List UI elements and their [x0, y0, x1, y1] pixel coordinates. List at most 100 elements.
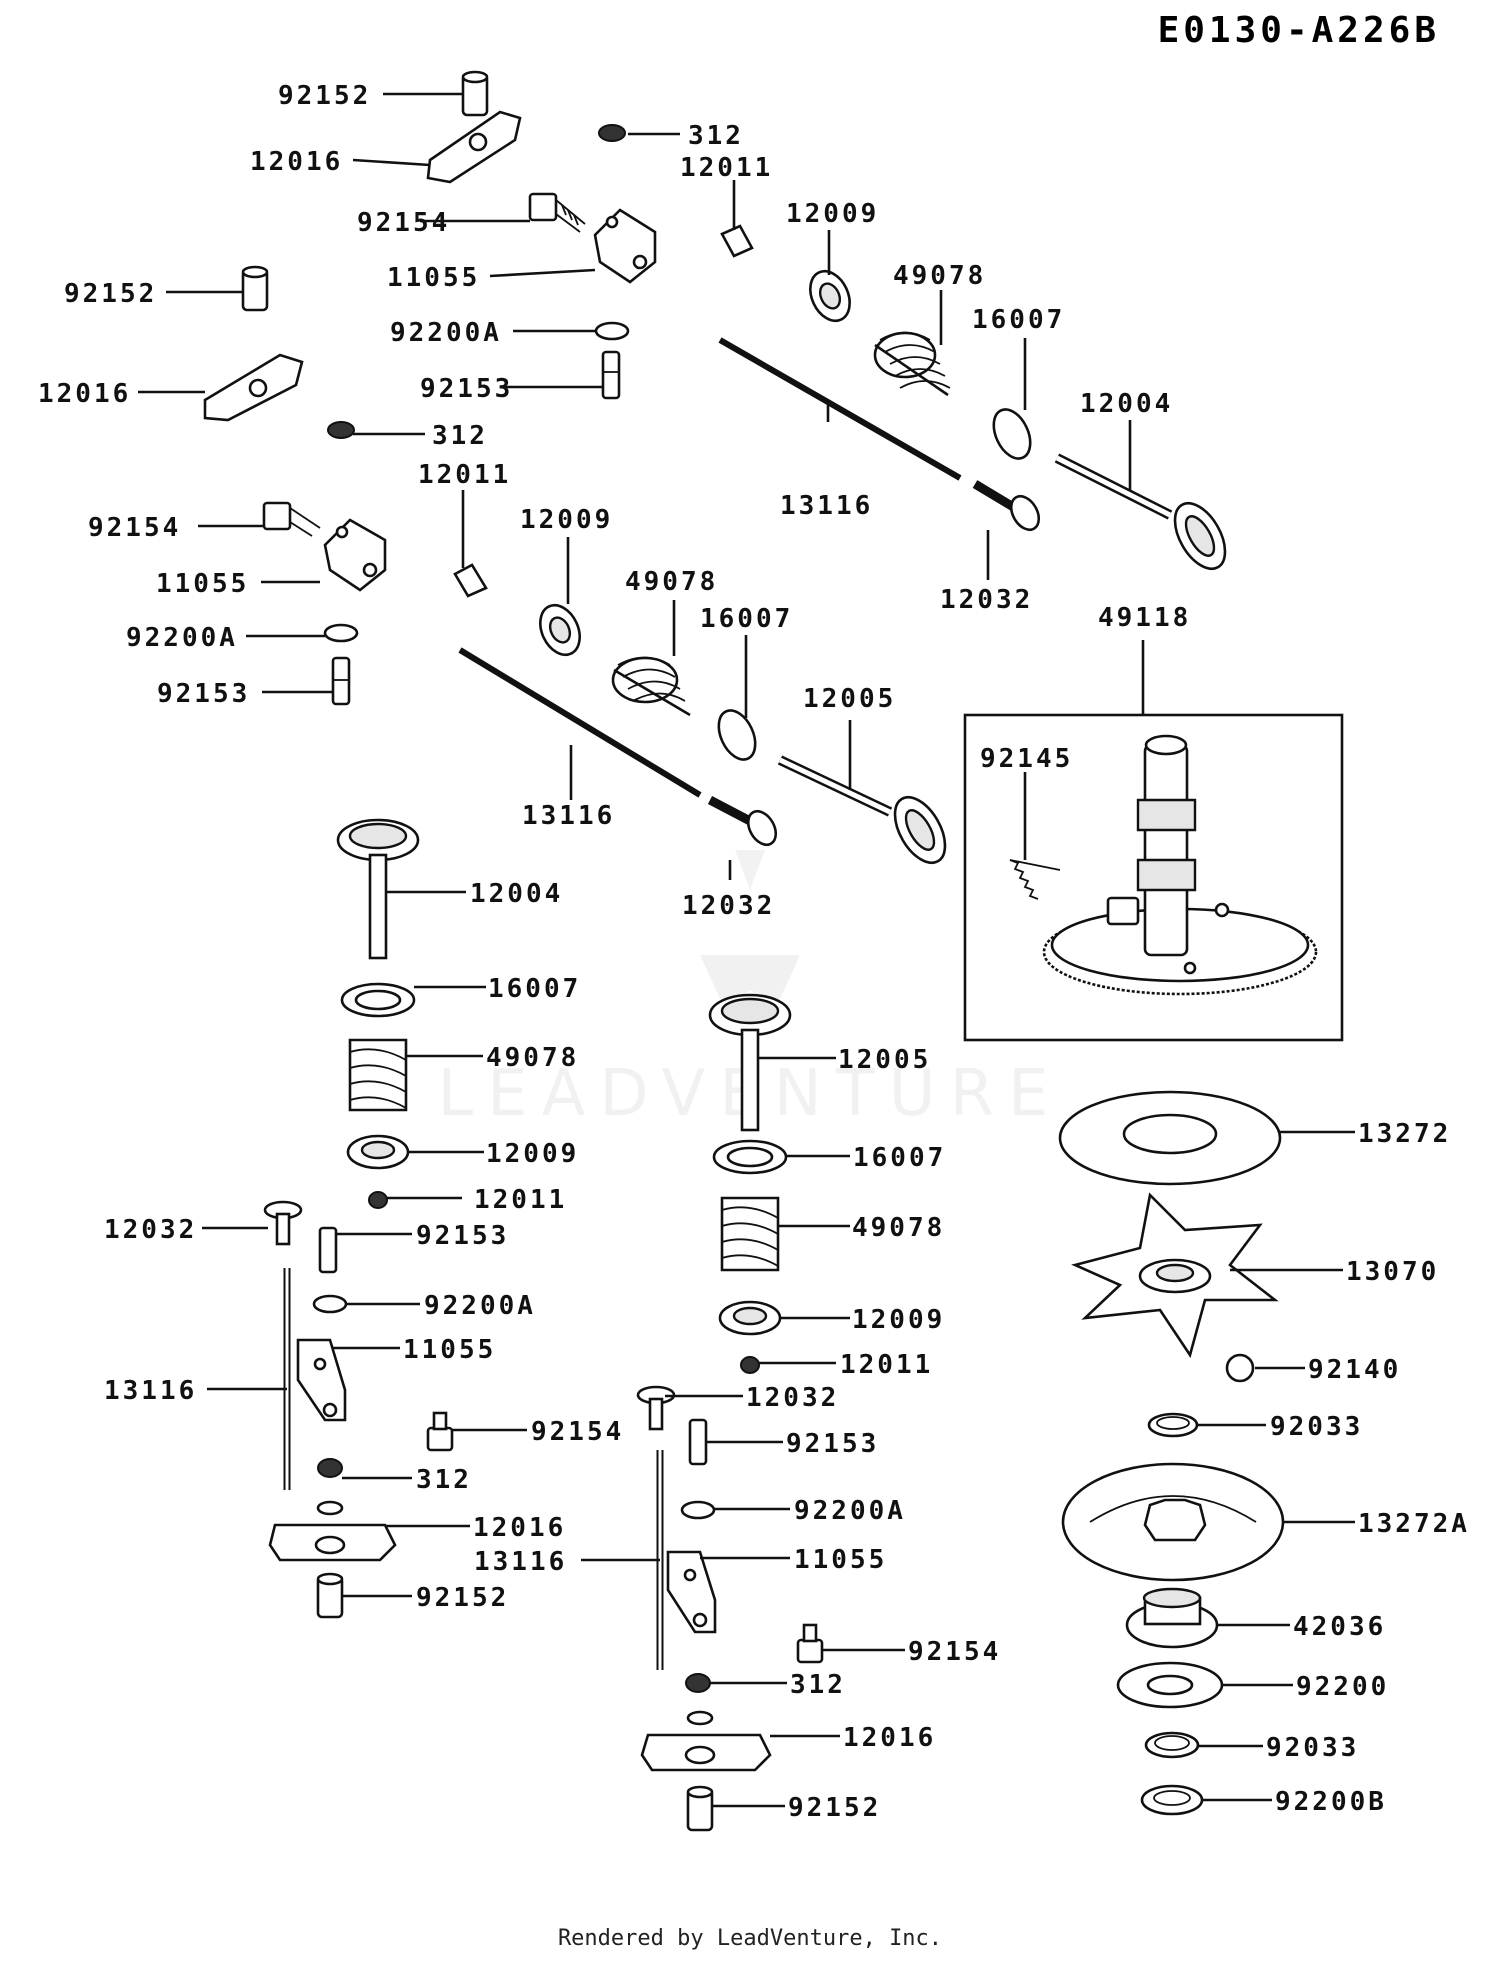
pivot-92152-d-icon [686, 1785, 714, 1832]
valve-train-group-b [203, 265, 947, 865]
part-label: 92200A [424, 1291, 536, 1321]
part-label: 13272 [1358, 1119, 1451, 1149]
part-label: 13116 [780, 491, 873, 521]
guide-plate-11055-c-icon [296, 1338, 347, 1422]
spring-49078-b-icon [611, 656, 691, 717]
part-label: 13116 [522, 801, 615, 831]
watermark-logo-icon [700, 850, 800, 1010]
part-label: 92200 [1296, 1672, 1389, 1702]
part-label: 13070 [1346, 1257, 1439, 1287]
ball-92140-icon [1225, 1353, 1255, 1383]
nut-312-a-icon [598, 124, 626, 142]
valve-12005-b-icon [777, 755, 947, 865]
part-label: 13272A [1358, 1509, 1470, 1539]
stud-92153-a-icon [601, 350, 621, 400]
rocker-arm-12016-c-icon [268, 1500, 397, 1562]
part-label: 13116 [474, 1547, 567, 1577]
part-label: 92154 [357, 208, 450, 238]
cap-12032-a-icon [972, 480, 1041, 532]
washer-92200a-c-icon [312, 1294, 348, 1314]
part-label: 12016 [843, 1723, 936, 1753]
washer-92200a-b-icon [323, 623, 359, 643]
camshaft-49118-icon [1042, 734, 1318, 996]
part-label: 12032 [746, 1383, 839, 1413]
valve-12004-c-icon [336, 818, 420, 960]
cotter-12011-c-icon [368, 1191, 388, 1209]
part-label: 12009 [852, 1305, 945, 1335]
retainer-12009-b-icon [539, 603, 581, 657]
rocker-arm-12016-b-icon [203, 353, 304, 422]
part-label: 12032 [682, 891, 775, 921]
part-label: 11055 [403, 1335, 496, 1365]
part-label: 49118 [1098, 603, 1191, 633]
part-label: 92145 [980, 744, 1073, 774]
guide-plate-11055-b-icon [323, 518, 387, 592]
flyweight-holder-13070-icon [1071, 1192, 1279, 1359]
part-label: 16007 [972, 305, 1065, 335]
part-label: 92200A [794, 1496, 906, 1526]
retainer-12009-d-icon [718, 1300, 782, 1336]
part-label: 92153 [420, 374, 513, 404]
part-label: 12009 [786, 199, 879, 229]
spring-49078-a-icon [873, 331, 951, 397]
part-label: 92033 [1270, 1412, 1363, 1442]
drawing-id: E0130-A226B [1158, 10, 1440, 51]
cap-12032-d-icon [636, 1385, 676, 1431]
part-label: 49078 [486, 1043, 579, 1073]
pushrod-13116-a-icon [718, 337, 962, 481]
part-label: 92152 [278, 81, 371, 111]
part-label: 92200B [1275, 1787, 1387, 1817]
part-label: 49078 [625, 567, 718, 597]
cotter-12011-b-icon [453, 563, 488, 598]
part-label: 42036 [1293, 1612, 1386, 1642]
valve-train-group-c [263, 818, 454, 1619]
part-label: 312 [790, 1670, 846, 1700]
plate-13272a-icon [1061, 1462, 1285, 1582]
part-label: 12004 [470, 879, 563, 909]
part-label: 92200A [390, 318, 502, 348]
guide-plate-11055-a-icon [593, 208, 657, 284]
part-label: 12016 [473, 1513, 566, 1543]
part-label: 312 [688, 121, 744, 151]
nut-312-c-icon [317, 1458, 343, 1478]
part-label: 12009 [520, 505, 613, 535]
part-label: 92152 [416, 1583, 509, 1613]
rocker-arm-12016-a-icon [426, 110, 522, 184]
part-label: 92152 [64, 279, 157, 309]
part-label: 16007 [488, 974, 581, 1004]
retainer-12009-c-icon [346, 1134, 410, 1170]
part-label: 11055 [156, 569, 249, 599]
nut-312-d-icon [685, 1673, 711, 1693]
part-label: 12011 [680, 153, 773, 183]
part-label: 13116 [104, 1376, 197, 1406]
part-labels: 92152 12016 312 12011 12009 92154 11055 … [38, 81, 1470, 1823]
footer-credit: Rendered by LeadVenture, Inc. [558, 1926, 942, 1951]
part-label: 92153 [786, 1429, 879, 1459]
washer-92200a-a-icon [594, 321, 630, 341]
washer-92200a-d-icon [680, 1500, 716, 1520]
bolt-92154-a-icon [528, 192, 586, 233]
part-label: 16007 [700, 604, 793, 634]
sleeve-42036-icon [1125, 1587, 1219, 1649]
part-label: 11055 [387, 263, 480, 293]
seal-16007-a-icon [992, 408, 1032, 460]
governor-stack [1058, 1090, 1285, 1816]
rocker-arm-12016-d-icon [640, 1710, 772, 1772]
bolt-92154-d-icon [796, 1623, 824, 1664]
part-label: 12005 [838, 1045, 931, 1075]
spring-49078-c-icon [348, 1038, 408, 1112]
part-label: 16007 [853, 1143, 946, 1173]
snap-ring-92033-a-icon [1147, 1412, 1199, 1438]
plate-13272-icon [1058, 1090, 1282, 1186]
part-label: 11055 [794, 1545, 887, 1575]
part-label: 12032 [104, 1215, 197, 1245]
part-label: 12011 [418, 460, 511, 490]
valve-12005-d-icon [708, 993, 792, 1132]
cap-12032-b-icon [707, 796, 778, 847]
part-label: 49078 [893, 261, 986, 291]
spring-49078-d-icon [720, 1196, 780, 1272]
nut-312-b-icon [327, 421, 355, 439]
seal-16007-c-inner [354, 989, 402, 1011]
seal-16007-d-inner [726, 1146, 774, 1168]
stud-92153-c-icon [318, 1226, 338, 1274]
